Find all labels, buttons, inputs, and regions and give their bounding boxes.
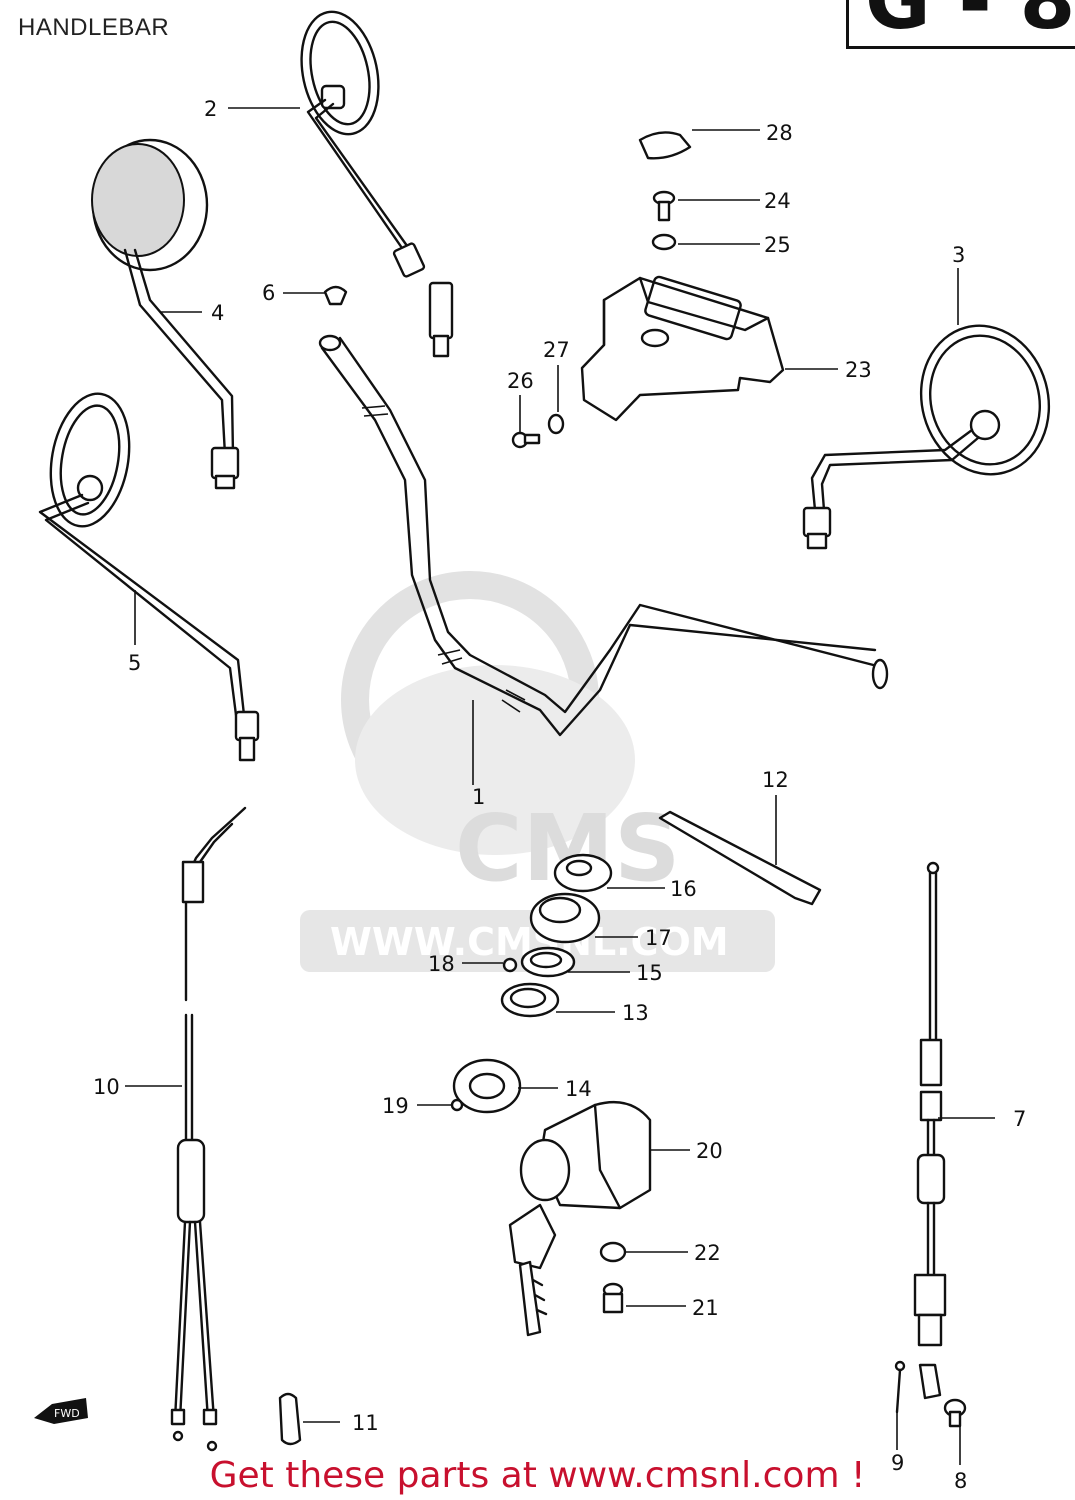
callout-16: 16	[670, 877, 697, 901]
callout-17: 17	[645, 926, 672, 950]
part-12-rod	[658, 810, 822, 906]
part-25-washer	[651, 233, 677, 251]
callout-14: 14	[565, 1077, 592, 1101]
callout-12: 12	[762, 768, 789, 792]
callout-25: 25	[764, 233, 791, 257]
callout-24: 24	[764, 189, 791, 213]
callout-10: 10	[93, 1075, 120, 1099]
part-22-washer	[599, 1241, 627, 1263]
callout-8: 8	[954, 1469, 967, 1493]
callout-5: 5	[128, 651, 141, 675]
part-4-mirror	[91, 138, 240, 490]
callout-22: 22	[694, 1241, 721, 1265]
callout-11: 11	[352, 1411, 379, 1435]
page-title: HANDLEBAR	[18, 14, 170, 41]
callout-9: 9	[891, 1451, 904, 1475]
callout-21: 21	[692, 1296, 719, 1320]
part-2-mirror	[300, 10, 454, 358]
part-11-boot	[278, 1392, 302, 1446]
part-5-mirror	[38, 392, 260, 762]
part-24-screw	[652, 190, 676, 222]
part-21-screw	[602, 1282, 624, 1314]
part-14-cover	[452, 1058, 522, 1114]
figure-badge-text: G - 8	[865, 0, 1075, 47]
part-17-bushing	[529, 892, 601, 944]
fwd-arrow: FWD	[34, 1398, 88, 1424]
part-18-oring	[502, 957, 518, 973]
callout-18: 18	[428, 952, 455, 976]
part-10-throttle-cable	[170, 806, 247, 1452]
leader-lines	[125, 107, 995, 1465]
part-8-bolt	[943, 1398, 967, 1428]
part-3-mirror	[802, 324, 1051, 550]
part-13-ring	[500, 982, 560, 1018]
callout-labels: 1 2 3 4 5 6 7 8 9 10 11 12 13 14 15 16 1…	[93, 97, 1026, 1493]
callout-15: 15	[636, 961, 663, 985]
callout-2: 2	[204, 97, 217, 121]
part-27-washer	[547, 413, 565, 435]
part-28-cap	[638, 131, 692, 160]
callout-23: 23	[845, 358, 872, 382]
callout-20: 20	[696, 1139, 723, 1163]
part-1-handlebar	[318, 334, 889, 737]
part-20-ignition-switch	[508, 1101, 652, 1337]
part-23-switch-housing	[580, 275, 785, 422]
callout-3: 3	[952, 243, 965, 267]
callout-7: 7	[1013, 1107, 1026, 1131]
watermark-bar	[300, 910, 775, 972]
part-26-screw	[511, 431, 541, 449]
callout-28: 28	[766, 121, 793, 145]
part-9-pin	[894, 1360, 906, 1414]
part-16-nut	[553, 853, 613, 893]
callout-6: 6	[262, 281, 275, 305]
callout-26: 26	[507, 369, 534, 393]
figure-badge: G - 8	[846, 0, 1075, 49]
callout-27: 27	[543, 338, 570, 362]
part-19-oring	[450, 1098, 464, 1112]
callout-4: 4	[211, 301, 224, 325]
part-6-screw	[323, 285, 348, 306]
callout-19: 19	[382, 1094, 409, 1118]
callout-1: 1	[472, 785, 485, 809]
part-7-clutch-cable	[913, 861, 947, 1400]
fwd-label: FWD	[54, 1407, 80, 1420]
part-15-washer	[520, 946, 576, 978]
footer-link[interactable]: Get these parts at www.cmsnl.com !	[209, 1455, 866, 1496]
callout-13: 13	[622, 1001, 649, 1025]
